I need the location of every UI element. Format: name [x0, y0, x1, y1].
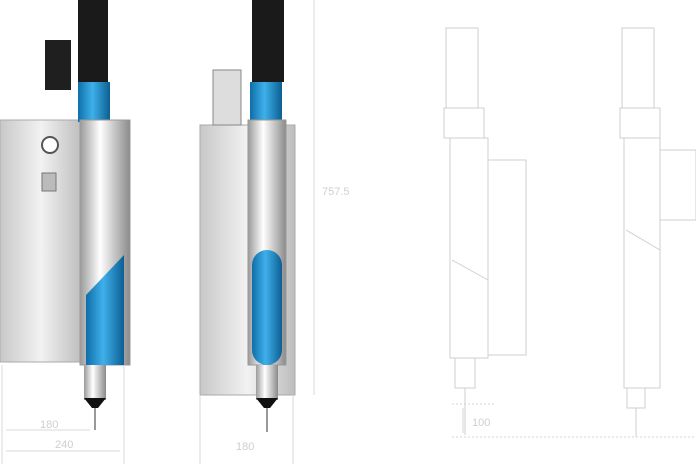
nozzle: [84, 398, 106, 408]
side-motor-housing: [252, 0, 284, 82]
control-box: [0, 119, 83, 363]
dim-180-front: 180: [40, 419, 58, 431]
dim-180-side: 180: [236, 441, 254, 453]
blue-slider: [86, 255, 124, 365]
dim-height: 757.5: [322, 186, 350, 198]
pressure-gauge-icon: [41, 136, 59, 154]
line-drawing-front: [443, 27, 527, 435]
dim-240-front: 240: [55, 439, 73, 451]
valve-block: [45, 40, 71, 90]
front-dimensions: [1, 365, 125, 464]
side-fittings: [212, 69, 242, 126]
front-view: [0, 0, 131, 430]
spindle: [84, 365, 106, 400]
side-blue-coupling: [250, 82, 282, 122]
tip-dimension: [452, 403, 696, 438]
blue-coupling: [78, 82, 110, 122]
display-panel: [41, 172, 57, 192]
side-blue-slider: [252, 250, 282, 365]
side-spindle: [256, 365, 278, 400]
motor-housing: [78, 0, 108, 82]
side-view: [199, 0, 296, 432]
side-dimensions: [199, 0, 315, 464]
line-drawing-side: [619, 27, 696, 437]
dim-tip-offset: 100: [472, 417, 490, 429]
